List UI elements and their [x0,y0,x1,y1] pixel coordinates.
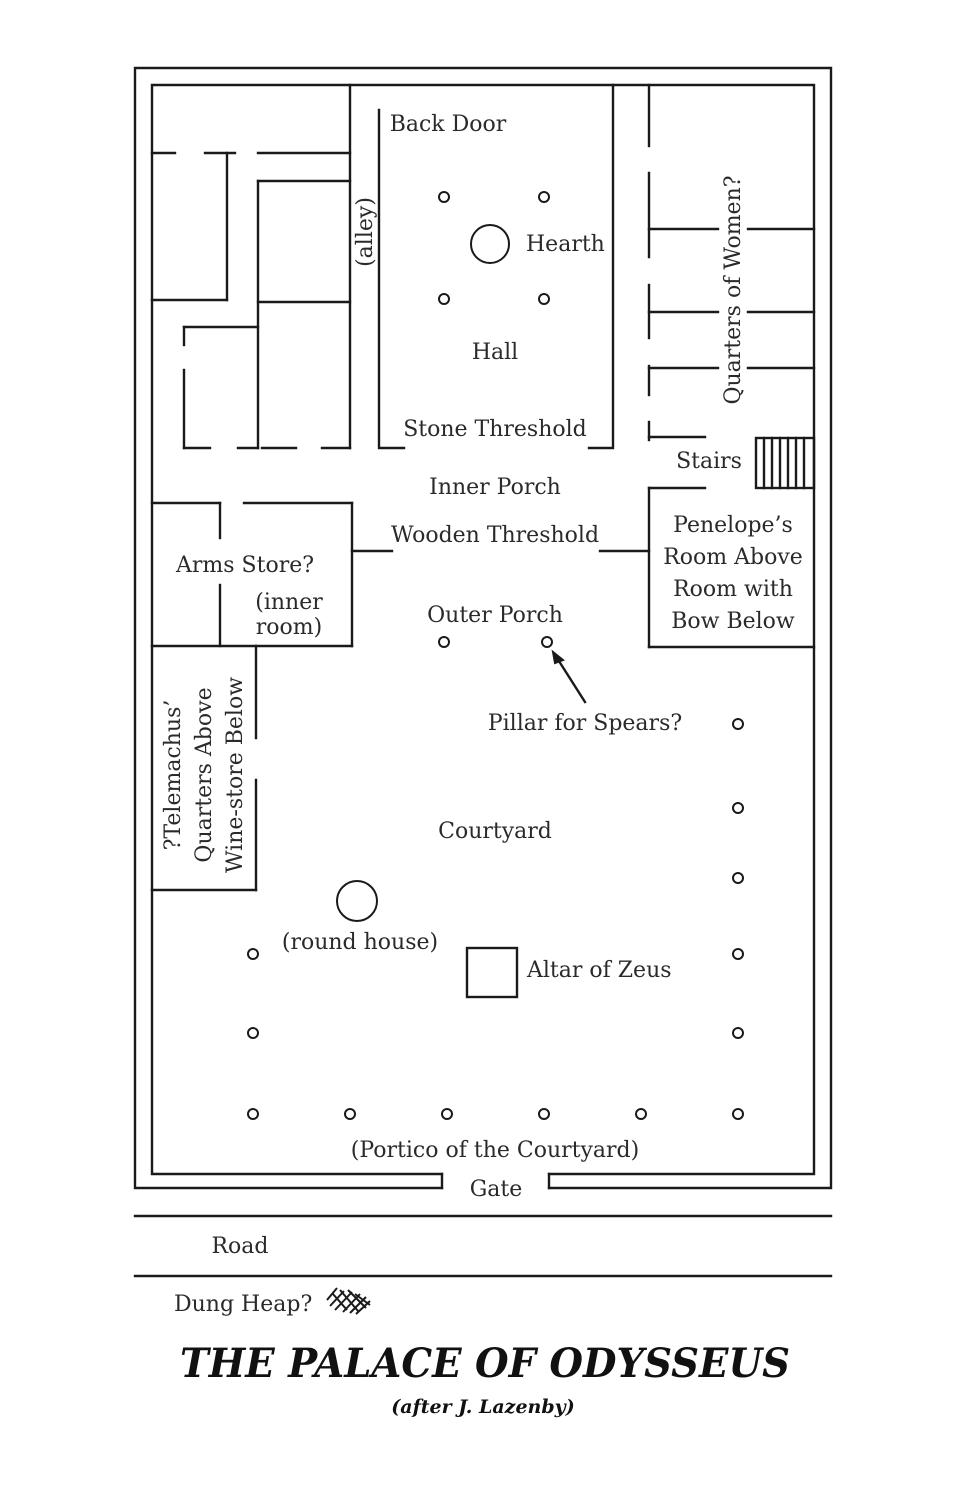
svg-text:Penelope’s: Penelope’s [673,513,793,538]
pillar-for-spears-column [541,636,553,648]
courtyard-label: Courtyard [438,819,552,844]
svg-text:(inner: (inner [255,590,323,615]
round-house-icon [336,880,378,922]
hearth-icon [470,224,510,264]
hearth-label: Hearth [526,232,605,257]
portico-label: (Portico of the Courtyard) [351,1138,639,1163]
hatched-scribble-icon [326,1287,371,1315]
wooden-threshold-label: Wooden Threshold [391,523,599,548]
back-door-label: Back Door [390,112,507,137]
svg-text:Room with: Room with [673,577,793,602]
page-title: THE PALACE OF ODYSSEUS [180,1340,790,1387]
svg-text:Bow Below: Bow Below [671,609,795,634]
svg-text:Wine-store Below: Wine-store Below [223,677,248,873]
gate-label: Gate [470,1177,523,1202]
west-rooms [150,83,352,450]
inner-porch-label: Inner Porch [429,475,561,500]
stairs-icon [754,436,816,490]
hall-walls [377,83,615,450]
svg-text:Room Above: Room Above [663,545,803,570]
hall-label: Hall [472,340,518,365]
stone-threshold-label: Stone Threshold [403,417,587,442]
column [438,293,450,305]
svg-text:Quarters Above: Quarters Above [192,687,217,862]
arms-store-walls [150,501,354,648]
penelope-room-walls [598,486,816,649]
altar-of-zeus-label: Altar of Zeus [526,958,672,983]
pillar-for-spears-label: Pillar for Spears? [488,711,682,736]
round-house-label: (round house) [282,930,438,955]
quarters-of-women-label: Quarters of Women? [721,175,746,404]
outer-wall [133,66,833,1190]
inner-room-label: (inner room) [255,590,323,640]
road-label: Road [211,1234,268,1259]
column [538,191,550,203]
arms-store-label: Arms Store? [175,553,314,578]
porch-column [438,636,450,648]
courtyard-columns [247,718,744,1120]
alley-label: (alley) [353,197,378,267]
arrow-icon [551,649,587,704]
road [133,1214,833,1278]
svg-text:room): room) [256,615,322,640]
telemachus-room-walls [150,644,258,892]
hall-columns [438,191,550,305]
page-subtitle: (after J. Lazenby) [391,1396,574,1418]
penelope-room-label: Penelope’s Room Above Room with Bow Belo… [663,513,803,634]
svg-text:?Telemachus’: ?Telemachus’ [161,700,186,851]
east-rooms [647,83,816,442]
altar-icon [465,946,519,999]
dung-heap-label: Dung Heap? [174,1292,312,1317]
stairs-label: Stairs [676,449,742,474]
column [438,191,450,203]
telemachus-label: ?Telemachus’ Quarters Above Wine-store B… [161,677,248,873]
column [538,293,550,305]
outer-porch-label: Outer Porch [427,603,563,628]
